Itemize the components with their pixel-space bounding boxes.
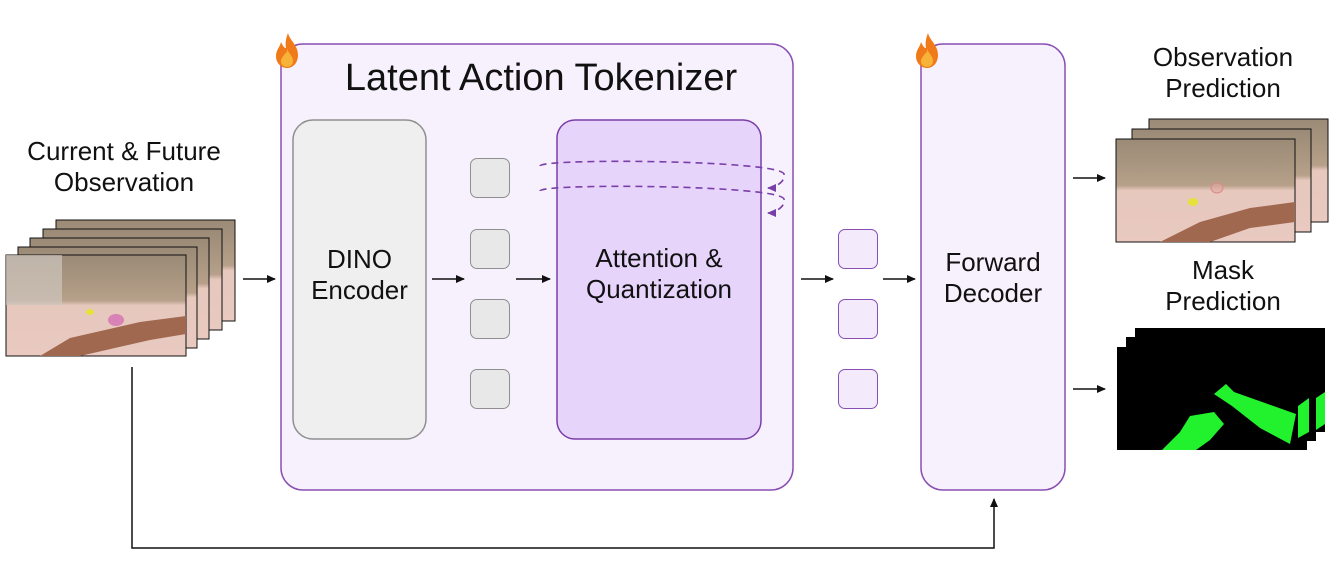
visual-token — [470, 369, 510, 409]
quantization-label: Attention & Quantization — [557, 243, 761, 304]
tokenizer-title: Latent Action Tokenizer — [344, 57, 738, 99]
observation-prediction-line2: Prediction — [1165, 72, 1281, 103]
input-label: Current & Future Observation — [0, 136, 248, 197]
input-frames — [5, 219, 236, 357]
encoder-label: DINO Encoder — [293, 244, 426, 305]
flame-icon — [276, 33, 298, 68]
decoder-label-line1: Forward — [945, 247, 1041, 277]
visual-token — [470, 158, 510, 198]
decoder-label: Forward Decoder — [921, 247, 1065, 308]
quantization-box — [556, 119, 762, 440]
observation-prediction-frames — [1115, 118, 1329, 243]
encoder-box — [292, 119, 427, 440]
visual-token — [470, 299, 510, 339]
observation-prediction-label: Observation Prediction — [1118, 42, 1328, 103]
mask-prediction-line1: Mask — [1191, 255, 1255, 285]
decoder-box — [920, 43, 1066, 491]
quantization-loop-2 — [539, 185, 785, 217]
visual-token — [470, 229, 510, 269]
observation-prediction-line1: Observation — [1152, 42, 1294, 72]
flame-icon — [916, 33, 938, 68]
quantization-label-line1: Attention & — [595, 243, 723, 273]
mask-prediction-label: Mask Prediction — [1118, 255, 1328, 316]
quantization-loop-1 — [539, 160, 785, 192]
mask-prediction-line2: Prediction — [1165, 285, 1281, 316]
latent-action-token — [838, 369, 878, 409]
input-label-line2: Observation — [53, 166, 195, 197]
encoder-label-line1: DINO — [327, 244, 392, 274]
mask-prediction-frames — [1117, 328, 1325, 450]
latent-action-token — [838, 299, 878, 339]
quantization-label-line2: Quantization — [586, 273, 732, 304]
arrow-skip-to-decoder — [131, 367, 998, 549]
decoder-label-line2: Decoder — [943, 277, 1043, 308]
latent-action-token — [838, 229, 878, 269]
encoder-label-line2: Encoder — [311, 274, 408, 305]
input-label-line1: Current & Future — [27, 136, 221, 166]
